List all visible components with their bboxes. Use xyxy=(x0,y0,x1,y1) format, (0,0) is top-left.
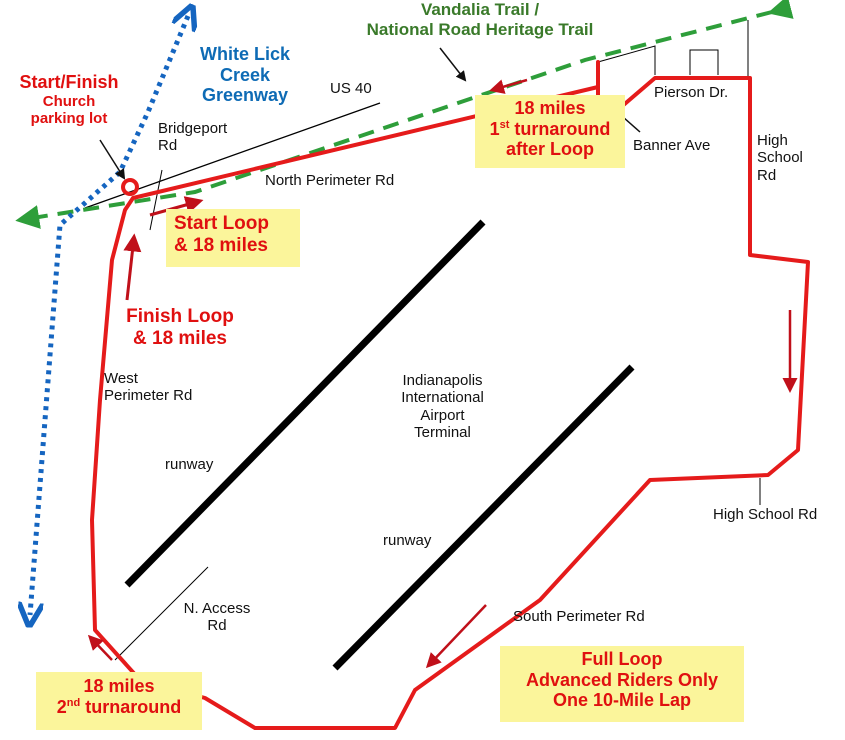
full-loop-line3: One 10-Mile Lap xyxy=(552,690,692,711)
north-perimeter-label: North Perimeter Rd xyxy=(265,172,395,189)
trail-label-line1: Vandalia Trail / xyxy=(420,0,540,19)
start-loop-arrow xyxy=(149,196,204,217)
start-finish-label: Start/Finish Church parking lot xyxy=(8,72,130,127)
north-access-line2: Rd xyxy=(207,617,227,635)
terminal-line3: Airport xyxy=(420,406,465,424)
south-arrow xyxy=(425,604,487,669)
full-loop-line1: Full Loop xyxy=(581,649,663,669)
west-line1: West xyxy=(104,370,138,387)
high-school-north-label: High School Rd xyxy=(757,132,803,184)
terminal-label: Indianapolis International Airport Termi… xyxy=(380,372,505,441)
turnaround-1-line1: 18 miles xyxy=(514,98,586,118)
runway-east xyxy=(332,364,635,671)
bridgeport-label: Bridgeport Rd xyxy=(158,120,227,155)
turnaround-2-suffix: nd xyxy=(66,696,81,709)
finish-loop-line2: & 18 miles xyxy=(133,327,227,349)
runway-west xyxy=(124,219,486,588)
high-school-line1: High xyxy=(757,132,788,149)
turnaround-1-note: 18 miles 1st turnaround after Loop xyxy=(475,95,625,168)
banner-ave-label: Banner Ave xyxy=(633,137,711,154)
finish-loop-line1: Finish Loop xyxy=(126,306,234,327)
turnaround-2-word: turnaround xyxy=(80,696,182,717)
turnaround-2-line2: 2nd turnaround xyxy=(36,697,202,718)
connector-roads xyxy=(597,45,656,75)
runway-label-1: runway xyxy=(165,456,214,473)
runway-label-2: runway xyxy=(383,532,432,549)
terminal-line2: International xyxy=(401,389,484,407)
west-perimeter-label: West Perimeter Rd xyxy=(104,370,192,405)
turnaround-1-number: 1 xyxy=(489,118,500,139)
start-finish-arrow xyxy=(99,139,126,180)
bridgeport-line1: Bridgeport xyxy=(158,120,228,137)
south-perimeter-label: South Perimeter Rd xyxy=(513,608,645,625)
bridgeport-road xyxy=(149,169,163,231)
start-loop-line2: & 18 miles xyxy=(174,234,268,256)
us40-label: US 40 xyxy=(330,80,372,97)
start-finish-title: Start/Finish xyxy=(19,72,119,92)
trail-label-arrow xyxy=(439,47,467,82)
church-line1: Church xyxy=(42,92,96,110)
bridgeport-line2: Rd xyxy=(158,137,178,155)
greenway-label-line3: Greenway xyxy=(201,85,289,106)
greenway-label: White Lick Creek Greenway xyxy=(200,44,290,106)
high-school-line2: School xyxy=(757,149,803,167)
finish-loop-label: Finish Loop & 18 miles xyxy=(115,306,245,350)
north-access-line1: N. Access xyxy=(183,600,251,617)
trail-label-line2: National Road Heritage Trail xyxy=(366,19,594,39)
north-access-label: N. Access Rd xyxy=(172,600,262,635)
finish-loop-arrow xyxy=(123,233,142,301)
turnaround-2-line1: 18 miles xyxy=(83,676,155,696)
high-school-line3: Rd xyxy=(757,166,777,184)
turnaround-1-suffix: st xyxy=(499,118,510,131)
white-lick-greenway xyxy=(30,16,188,615)
north-arrow xyxy=(489,78,528,94)
turnaround-1-word: turnaround xyxy=(509,118,611,139)
terminal-line4: Terminal xyxy=(414,423,471,441)
turnaround-1-line3: after Loop xyxy=(506,139,594,160)
high-school-rd-label: High School Rd xyxy=(713,506,818,523)
full-loop-note: Full Loop Advanced Riders Only One 10-Mi… xyxy=(500,646,744,722)
church-line2: parking lot xyxy=(30,109,108,127)
pierson-road xyxy=(689,49,719,75)
full-loop-line2: Advanced Riders Only xyxy=(525,669,719,690)
trail-label: Vandalia Trail / National Road Heritage … xyxy=(335,0,625,39)
greenway-label-line2: Creek xyxy=(219,64,271,85)
turnaround-2-arrow xyxy=(87,634,113,661)
start-finish-marker xyxy=(121,178,139,196)
start-loop-note: Start Loop & 18 miles xyxy=(166,209,300,267)
turnaround-2-note: 18 miles 2nd turnaround xyxy=(36,672,202,730)
terminal-line1: Indianapolis xyxy=(402,372,483,389)
greenway-label-line1: White Lick xyxy=(200,44,291,64)
pierson-label: Pierson Dr. xyxy=(654,84,729,101)
vandalia-trail xyxy=(15,0,794,229)
start-loop-line1: Start Loop xyxy=(174,213,269,234)
turnaround-2-number: 2 xyxy=(56,696,67,717)
west-line2: Perimeter Rd xyxy=(104,387,193,405)
turnaround-1-line2: 1st turnaround xyxy=(475,119,625,140)
